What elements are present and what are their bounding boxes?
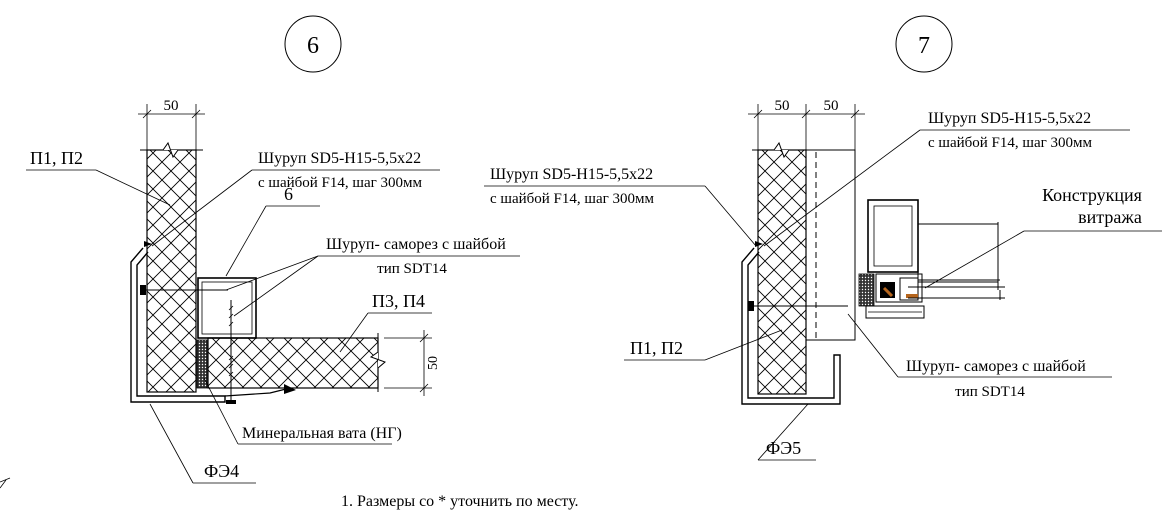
detail-7-screw-right-line1: Шуруп SD5-H15-5,5x22 — [928, 110, 1091, 127]
detail-6-screws — [140, 241, 296, 404]
detail-6-number-badge: 6 — [284, 15, 342, 73]
detail-6-selftap-line1: Шуруп- саморез с шайбой — [326, 236, 506, 253]
detail-7-dim-width2: 50 — [824, 98, 839, 114]
detail-7-label-panels: П1, П2 — [630, 338, 683, 358]
detail-6-dimension-width: 50 — [138, 98, 205, 150]
detail-7-wall-panel — [752, 141, 812, 395]
detail-7-dimensions: 50 50 — [748, 98, 865, 150]
detail-6-wall-panel — [140, 141, 203, 393]
detail-6-flashing — [130, 247, 226, 403]
detail-7-number: 7 — [918, 33, 930, 59]
detail-6-screw-line1: Шуруп SD5-H15-5,5x22 — [258, 150, 421, 167]
detail-6-mineral-wool-label: Минеральная вата (НГ) — [242, 425, 402, 442]
detail-7-screws — [748, 241, 848, 311]
detail-6-screw-line2: с шайбой F14, шаг 300мм — [258, 175, 422, 191]
detail-7-construction-line2: витража — [1078, 207, 1142, 227]
detail-6-label-panels-floor: П3, П4 — [372, 291, 425, 311]
detail-7-screw-left-line2: с шайбой F14, шаг 300мм — [490, 191, 654, 207]
detail-6-selftap-line2: тип SDT14 — [377, 261, 447, 277]
detail-6-mineral-wool — [196, 339, 208, 389]
note-text: 1. Размеры со * уточнить по месту. — [341, 493, 578, 510]
detail-6-dim-width: 50 — [164, 98, 179, 114]
detail-7-number-badge: 7 — [895, 15, 953, 73]
detail-7-selftap-line2: тип SDT14 — [955, 384, 1025, 400]
detail-7-selftap-line1: Шуруп- саморез с шайбой — [906, 358, 1086, 375]
detail-7-second-layer — [805, 149, 856, 341]
detail-6-floor-panel: 50 — [207, 330, 441, 396]
detail-7-construction-line1: Конструкция — [1042, 185, 1142, 205]
detail-7-leaders — [484, 129, 1162, 461]
detail-6-callout: 6 — [284, 184, 293, 204]
detail-7: 7 50 50 — [484, 15, 1162, 461]
corner-mark — [0, 477, 11, 489]
detail-7-glazing-system — [858, 199, 1005, 319]
detail-7-flashing — [741, 247, 841, 405]
detail-7-screw-left-line1: Шуруп SD5-H15-5,5x22 — [490, 166, 653, 183]
detail-7-screw-right-line2: с шайбой F14, шаг 300мм — [928, 135, 1092, 151]
detail-6-label-panels-wall: П1, П2 — [30, 148, 83, 168]
detail-6-leaders — [26, 169, 520, 484]
detail-6-number: 6 — [307, 33, 319, 59]
detail-6: 6 50 50 — [26, 15, 520, 484]
detail-6-dim-thickness: 50 — [426, 356, 441, 370]
detail-6-tube-profile — [197, 277, 257, 339]
detail-7-flashing-label: ФЭ5 — [766, 438, 801, 458]
detail-6-flashing-label: ФЭ4 — [204, 461, 239, 481]
detail-7-dim-width1: 50 — [775, 98, 790, 114]
